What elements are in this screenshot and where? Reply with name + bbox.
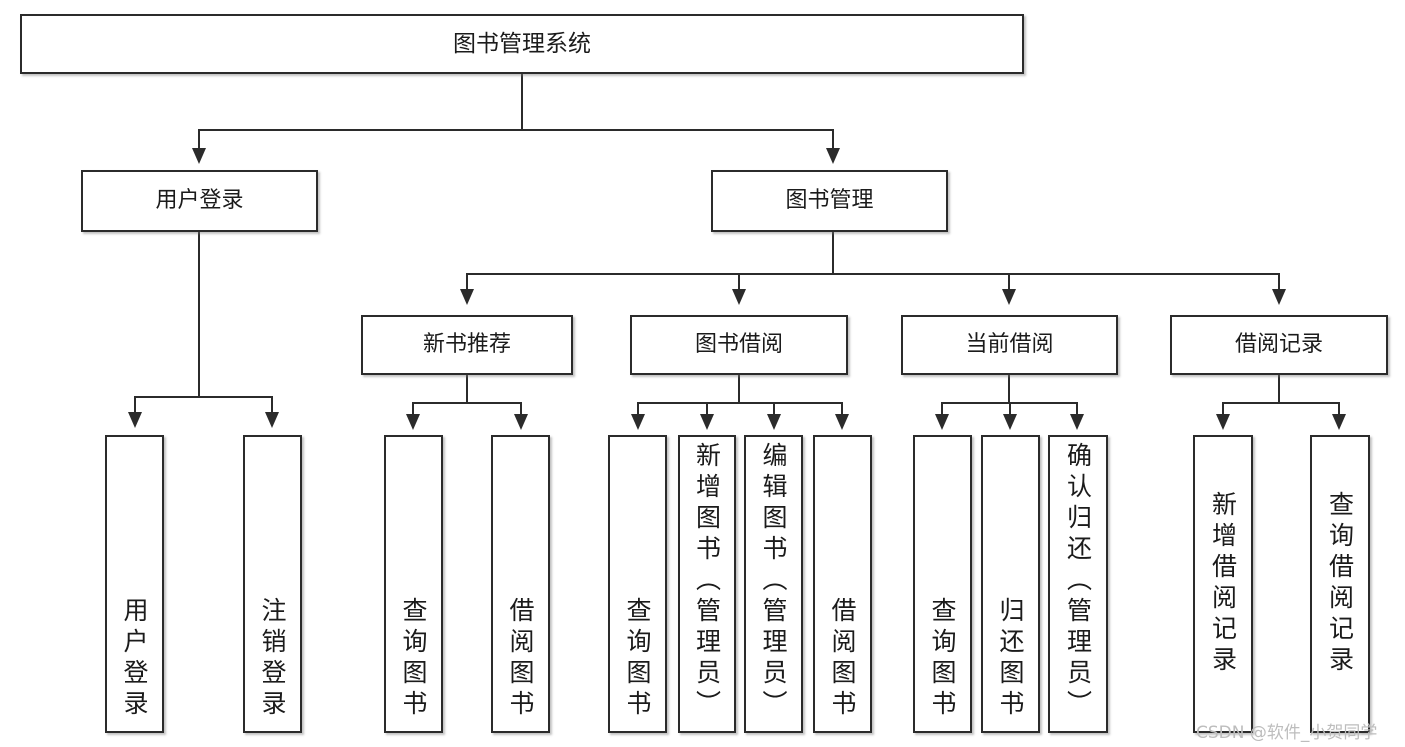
connector-records-drop-2 bbox=[1338, 402, 1340, 416]
arrow-new-book-leaf-1 bbox=[406, 414, 420, 430]
leaf-label: 归还图书 bbox=[996, 597, 1025, 721]
connector-borrow-drop-1 bbox=[637, 402, 639, 416]
connector-records-drop-1 bbox=[1222, 402, 1224, 416]
leaf-label: 查询图书 bbox=[399, 597, 428, 721]
arrow-borrow-leaf-3 bbox=[767, 414, 781, 430]
connector-root-to-user-login bbox=[198, 129, 200, 151]
arrow-current-leaf-1 bbox=[935, 414, 949, 430]
node-label: 图书管理 bbox=[785, 188, 874, 214]
node-label: 新书推荐 bbox=[422, 332, 511, 358]
leaf-label: 借阅图书 bbox=[506, 597, 535, 721]
leaf-user-login[interactable]: 用户登录 bbox=[105, 435, 164, 733]
arrow-borrow-leaf-1 bbox=[631, 414, 645, 430]
arrow-new-book-leaf-2 bbox=[514, 414, 528, 430]
arrow-book-mgmt-borrow bbox=[732, 289, 746, 305]
connector-book-mgmt-drop-3 bbox=[1008, 273, 1010, 291]
connector-user-login-bus bbox=[134, 396, 273, 398]
connector-book-mgmt-drop-2 bbox=[738, 273, 740, 291]
node-label: 借阅记录 bbox=[1234, 332, 1323, 358]
node-label: 当前借阅 bbox=[965, 332, 1054, 358]
arrow-records-leaf-2 bbox=[1332, 414, 1346, 430]
connector-records-stem bbox=[1278, 375, 1280, 403]
connector-new-book-bus bbox=[412, 402, 522, 404]
connector-borrow-stem bbox=[738, 375, 740, 403]
connector-root-bus bbox=[198, 129, 834, 131]
arrow-book-mgmt-new-book bbox=[460, 289, 474, 305]
leaf-query-books-current[interactable]: 查询图书 bbox=[913, 435, 972, 733]
connector-borrow-bus bbox=[637, 402, 843, 404]
connector-book-mgmt-drop-1 bbox=[466, 273, 468, 291]
connector-current-drop-3 bbox=[1076, 402, 1078, 416]
arrow-current-leaf-3 bbox=[1070, 414, 1084, 430]
arrow-borrow-leaf-4 bbox=[835, 414, 849, 430]
connector-new-book-drop-1 bbox=[412, 402, 414, 416]
node-label: 图书管理系统 bbox=[453, 30, 591, 57]
connector-user-login-drop-1 bbox=[134, 396, 136, 414]
connector-current-drop-1 bbox=[941, 402, 943, 416]
leaf-query-borrow-record[interactable]: 查询借阅记录 bbox=[1310, 435, 1370, 733]
leaf-add-book-admin[interactable]: 新增图书（管理员） bbox=[678, 435, 736, 733]
node-book-borrowing[interactable]: 图书借阅 bbox=[630, 315, 848, 375]
node-book-management-system[interactable]: 图书管理系统 bbox=[20, 14, 1024, 74]
leaf-confirm-return-admin[interactable]: 确认归还（管理员） bbox=[1048, 435, 1108, 733]
leaf-query-books-new[interactable]: 查询图书 bbox=[384, 435, 443, 733]
leaf-borrow-books[interactable]: 借阅图书 bbox=[813, 435, 872, 733]
leaf-borrow-books-new[interactable]: 借阅图书 bbox=[491, 435, 550, 733]
node-user-login[interactable]: 用户登录 bbox=[81, 170, 318, 232]
connector-records-bus bbox=[1222, 402, 1340, 404]
leaf-label: 查询图书 bbox=[928, 597, 957, 721]
connector-user-login-stem bbox=[198, 232, 200, 397]
leaf-label: 新增借阅记录 bbox=[1208, 491, 1238, 677]
connector-new-book-drop-2 bbox=[520, 402, 522, 416]
connector-current-drop-2 bbox=[1009, 402, 1011, 416]
leaf-label: 注销登录 bbox=[258, 597, 287, 721]
csdn-watermark: CSDN @软件_小贺同学 bbox=[1196, 723, 1378, 743]
leaf-label: 借阅图书 bbox=[828, 597, 857, 721]
arrow-user-login-leaf-2 bbox=[265, 412, 279, 428]
connector-book-mgmt-drop-4 bbox=[1278, 273, 1280, 291]
leaf-add-borrow-record[interactable]: 新增借阅记录 bbox=[1193, 435, 1253, 733]
connector-root-stem bbox=[521, 74, 523, 130]
node-new-book-recommendation[interactable]: 新书推荐 bbox=[361, 315, 573, 375]
node-label: 用户登录 bbox=[155, 188, 244, 214]
connector-borrow-drop-3 bbox=[773, 402, 775, 416]
connector-new-book-stem bbox=[466, 375, 468, 403]
leaf-label: 编辑图书（管理员） bbox=[759, 442, 788, 721]
leaf-edit-book-admin[interactable]: 编辑图书（管理员） bbox=[744, 435, 803, 733]
arrow-root-to-user-login bbox=[192, 148, 206, 164]
arrow-root-to-book-mgmt bbox=[826, 148, 840, 164]
node-borrowing-records[interactable]: 借阅记录 bbox=[1170, 315, 1388, 375]
leaf-label: 查询图书 bbox=[623, 597, 652, 721]
arrow-records-leaf-1 bbox=[1216, 414, 1230, 430]
leaf-label: 查询借阅记录 bbox=[1325, 491, 1355, 677]
leaf-label: 确认归还（管理员） bbox=[1063, 442, 1093, 721]
connector-current-stem bbox=[1008, 375, 1010, 403]
node-book-management[interactable]: 图书管理 bbox=[711, 170, 948, 232]
connector-book-mgmt-stem bbox=[832, 232, 834, 274]
arrow-user-login-leaf-1 bbox=[128, 412, 142, 428]
connector-borrow-drop-4 bbox=[841, 402, 843, 416]
connector-book-mgmt-bus bbox=[466, 273, 1280, 275]
arrow-book-mgmt-current bbox=[1002, 289, 1016, 305]
connector-user-login-drop-2 bbox=[271, 396, 273, 414]
leaf-label: 用户登录 bbox=[120, 597, 149, 721]
leaf-query-books-borrow[interactable]: 查询图书 bbox=[608, 435, 667, 733]
leaf-label: 新增图书（管理员） bbox=[692, 442, 722, 721]
node-label: 图书借阅 bbox=[694, 332, 783, 358]
connector-root-to-book-mgmt bbox=[832, 129, 834, 151]
arrow-current-leaf-2 bbox=[1003, 414, 1017, 430]
connector-borrow-drop-2 bbox=[706, 402, 708, 416]
node-current-borrowing[interactable]: 当前借阅 bbox=[901, 315, 1118, 375]
leaf-logout[interactable]: 注销登录 bbox=[243, 435, 302, 733]
arrow-book-mgmt-records bbox=[1272, 289, 1286, 305]
arrow-borrow-leaf-2 bbox=[700, 414, 714, 430]
leaf-return-books[interactable]: 归还图书 bbox=[981, 435, 1040, 733]
